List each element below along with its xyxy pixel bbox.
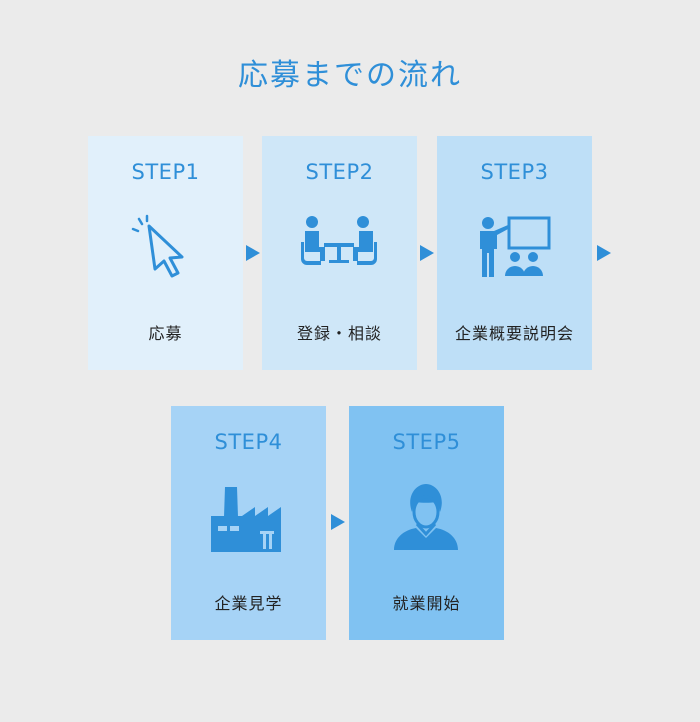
step-label: STEP1 — [131, 160, 200, 184]
step-card-1: STEP1 応募 — [88, 136, 243, 370]
presentation-icon — [474, 212, 554, 282]
step-name: 応募 — [148, 324, 183, 343]
factory-icon — [208, 482, 288, 552]
meeting-icon — [299, 212, 379, 282]
step-label: STEP2 — [305, 160, 374, 184]
arrow-icon — [420, 245, 434, 261]
cursor-click-icon — [125, 212, 205, 282]
step-card-4: STEP4 企業見学 — [171, 406, 326, 640]
step-name: 登録・相談 — [296, 324, 382, 343]
page-title: 応募までの流れ — [238, 58, 462, 93]
arrow-icon — [246, 245, 260, 261]
step-name: 企業見学 — [214, 594, 283, 613]
arrow-icon — [597, 245, 611, 261]
step-name: 就業開始 — [392, 594, 461, 613]
step-label: STEP5 — [392, 430, 461, 454]
step-card-3: STEP3 企業概要説明会 — [437, 136, 592, 370]
step-name: 企業概要説明会 — [454, 324, 574, 343]
worker-icon — [386, 482, 466, 552]
step-card-2: STEP2 登録・相談 — [262, 136, 417, 370]
step-label: STEP3 — [480, 160, 549, 184]
arrow-icon — [331, 514, 345, 530]
step-label: STEP4 — [214, 430, 283, 454]
step-card-5: STEP5 就業開始 — [349, 406, 504, 640]
